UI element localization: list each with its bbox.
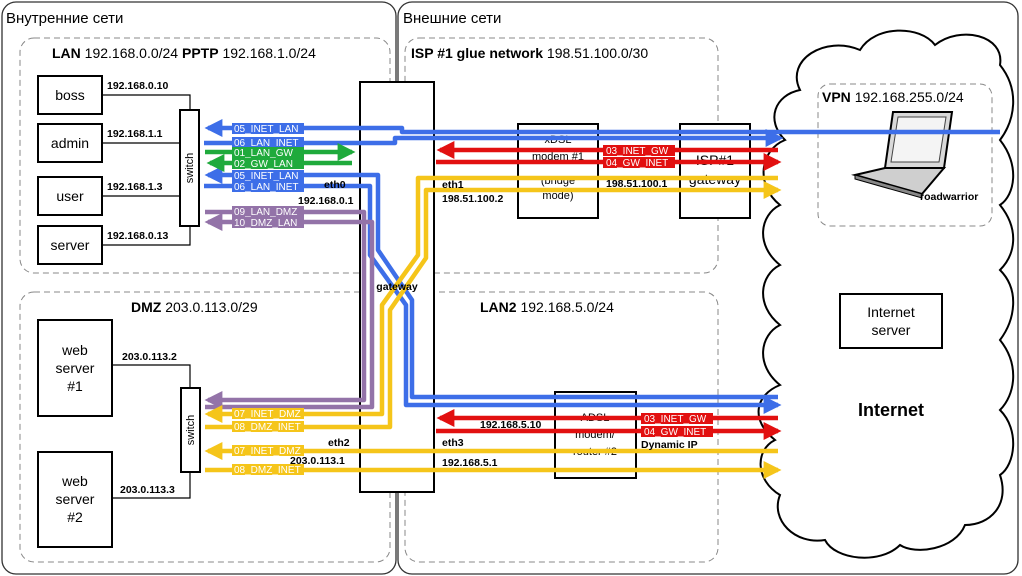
eth1-label: eth1 (442, 179, 464, 191)
flow-label-05b: 05_INET_LAN (234, 171, 298, 182)
host-boss-ip: 192.168.0.10 (107, 80, 168, 92)
dmz-switch (180, 387, 201, 473)
gateway-label: gateway (376, 281, 418, 293)
internet-server-box (839, 293, 943, 349)
internet-server-line1: Internet (867, 304, 915, 320)
flow-label-07b: 07_INET_DMZ (234, 446, 301, 457)
lan2-title: LAN2 192.168.5.0/24 (480, 299, 614, 315)
host-web-server-1 (37, 319, 113, 417)
lan-switch-label: switch (184, 153, 196, 184)
dmz-wires (112, 364, 191, 499)
host-user-label: user (56, 188, 84, 204)
eth3-ip: 192.168.5.1 (442, 457, 498, 469)
eth0-ip: 192.168.0.1 (298, 195, 354, 207)
eth2-label: eth2 (328, 437, 350, 449)
vpn-segment (817, 83, 993, 227)
lan-switch (179, 109, 200, 227)
host-server-label: server (51, 237, 90, 253)
modem1-line4: mode) (542, 190, 573, 202)
flow-inet-dmz-arrow (204, 175, 778, 423)
dmz-title: DMZ 203.0.113.0/29 (131, 299, 258, 315)
host-boss-label: boss (55, 87, 85, 103)
flow-label-06: 06_LAN_INET (234, 138, 298, 149)
flow-label-03b: 03_INET_GW (644, 414, 707, 425)
flow-label-10: 10_DMZ_LAN (234, 218, 297, 229)
lan-title: LAN 192.168.0.0/24 PPTP 192.168.1.0/24 (52, 45, 316, 61)
lan-wires (102, 94, 191, 246)
modem2-wan-label: Dynamic IP (641, 439, 698, 451)
laptop-icon (851, 111, 954, 199)
host-web-server-2 (37, 451, 113, 548)
web1-line1: web (61, 342, 88, 358)
flow-label-02: 02_GW_LAN (234, 159, 293, 170)
web2-line2: server (56, 491, 95, 507)
host-user-ip: 192.168.1.3 (107, 181, 163, 193)
host-server-ip: 192.168.0.13 (107, 230, 168, 242)
flow-label-08: 08_DMZ_INET (234, 422, 301, 433)
web2-line3: #2 (67, 509, 83, 525)
flow-label-03: 03_INET_GW (606, 146, 669, 157)
flow-inet-lan-arrow (204, 119, 1000, 137)
roadwarrior-label: roadwarrior (920, 191, 978, 203)
host-admin-label: admin (51, 135, 89, 151)
flow-label-05: 05_INET_LAN (234, 124, 298, 135)
isp1-gateway-ip: 198.51.100.1 (606, 178, 667, 190)
web1-line2: server (56, 360, 95, 376)
host-boss (37, 75, 103, 115)
eth2-ip: 203.0.113.1 (290, 455, 345, 467)
flow-label-01: 01_LAN_GW (234, 148, 293, 159)
host-server (37, 225, 103, 265)
isp1-title: ISP #1 glue network 198.51.100.0/30 (411, 45, 648, 61)
flow-label-04b: 04_GW_INET (644, 427, 706, 438)
host-user (37, 176, 103, 216)
flow-inet-lan-2-arrow (204, 166, 778, 400)
flow-lan-inet-2-arrow (204, 183, 782, 414)
vpn-title: VPN 192.168.255.0/24 (822, 89, 964, 105)
lan2-segment (404, 291, 719, 563)
flow-dmz-inet-arrow (205, 181, 782, 430)
eth0-label: eth0 (324, 179, 346, 191)
eth1-ip: 198.51.100.2 (442, 193, 503, 205)
dmz-switch-label: switch (185, 415, 197, 446)
internet-label: Internet (858, 400, 924, 420)
web1-line3: #1 (67, 378, 83, 394)
flow-label-06b: 06_LAN_INET (234, 182, 298, 193)
web2-line1: web (61, 473, 88, 489)
host-admin-ip: 192.168.1.1 (107, 128, 163, 140)
internet-server-line2: server (872, 322, 911, 338)
flow-label-09: 09_LAN_DMZ (234, 207, 297, 218)
lan-segment (19, 37, 391, 274)
modem2-ip: 192.168.5.10 (480, 419, 541, 431)
web2-ip: 203.0.113.3 (120, 484, 175, 496)
flow-labels: 05_INET_LAN 06_LAN_INET 01_LAN_GW 02_GW_… (232, 123, 713, 476)
internal-zone-title: Внутренние сети (6, 10, 123, 27)
eth3-label: eth3 (442, 437, 464, 449)
flow-label-08b: 08_DMZ_INET (234, 465, 301, 476)
external-zone-title: Внешние сети (403, 10, 501, 27)
host-admin (37, 123, 103, 163)
flow-label-07: 07_INET_DMZ (234, 409, 301, 420)
web1-ip: 203.0.113.2 (122, 351, 177, 363)
flow-label-04: 04_GW_INET (606, 158, 668, 169)
